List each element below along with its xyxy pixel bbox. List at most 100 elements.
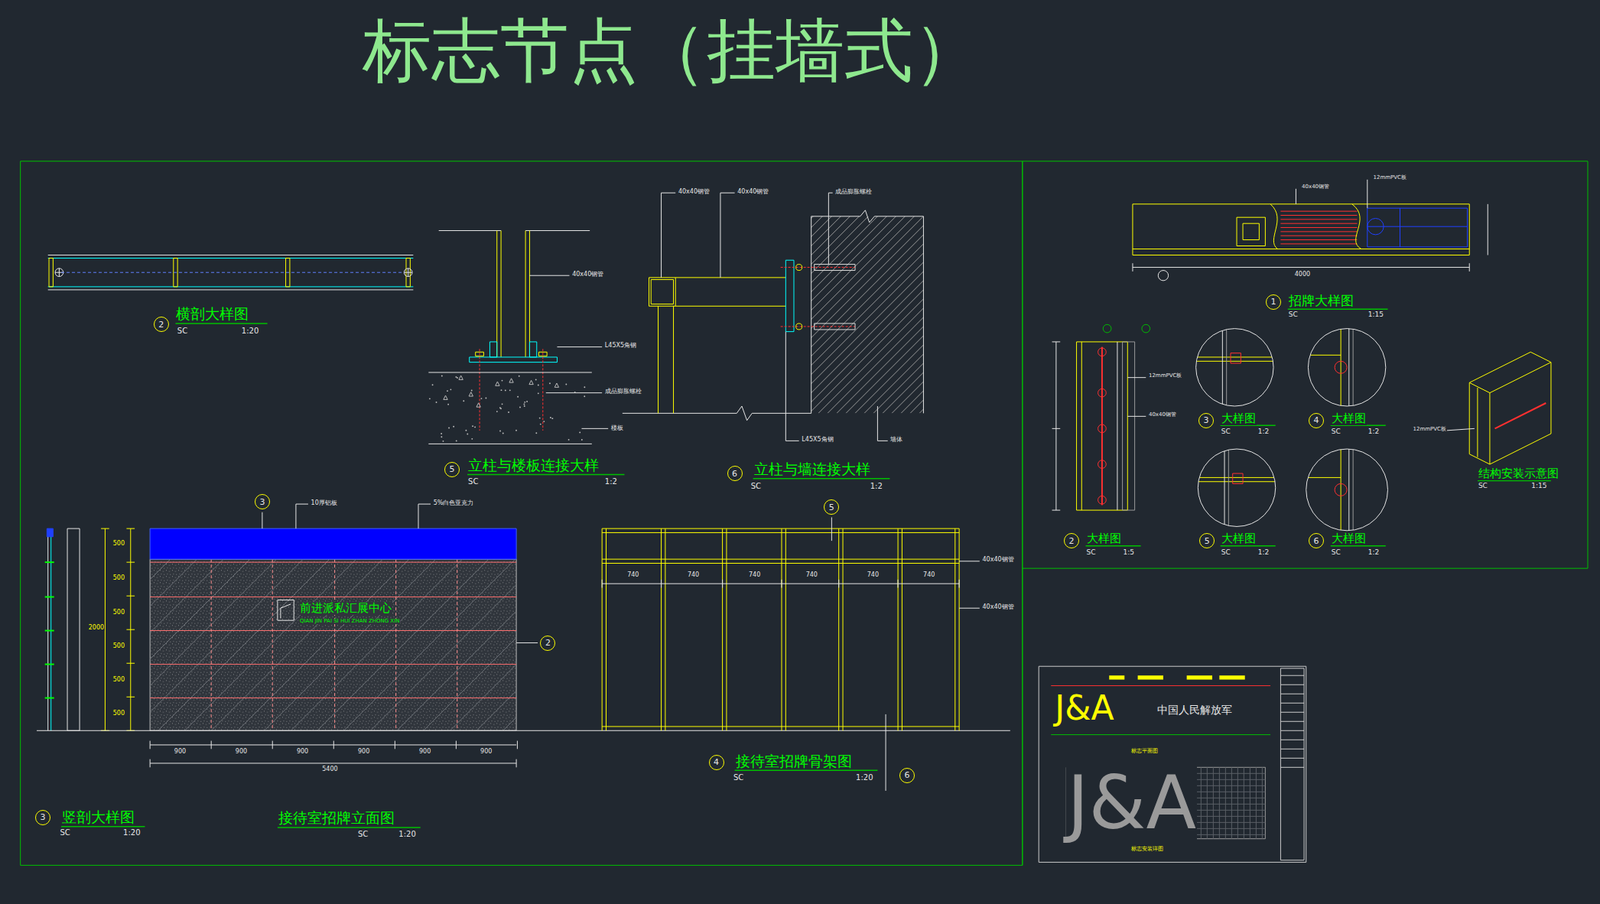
title-underline bbox=[1220, 425, 1276, 427]
leader-line bbox=[546, 392, 602, 394]
clipped-group bbox=[1306, 326, 1353, 409]
title-underline bbox=[734, 770, 879, 772]
concrete-dot bbox=[471, 390, 473, 392]
pvc-layer bbox=[1280, 235, 1357, 237]
annotation-text: J&A bbox=[1053, 689, 1115, 727]
leader-line bbox=[1127, 377, 1146, 378]
dimension-tick bbox=[126, 663, 135, 664]
drawing-line bbox=[1280, 767, 1305, 768]
drawing-line bbox=[1052, 510, 1061, 511]
drawing-line bbox=[1193, 360, 1276, 362]
pvc-layer bbox=[1280, 227, 1357, 228]
drawing-line bbox=[1224, 446, 1226, 529]
annotation-text: L45X5角钢 bbox=[800, 436, 834, 444]
drawing-line bbox=[1081, 341, 1083, 511]
dimension-line bbox=[1050, 734, 1271, 735]
drawing-line bbox=[1249, 767, 1251, 839]
concrete-dot bbox=[435, 401, 438, 404]
wall-hatch bbox=[855, 216, 924, 414]
steel-tube bbox=[529, 230, 531, 358]
keel-line bbox=[149, 630, 517, 631]
drawing-line bbox=[1280, 675, 1305, 677]
annotation-text: SC bbox=[1220, 549, 1232, 557]
drawing-line bbox=[1255, 767, 1257, 839]
dimension-tick bbox=[394, 741, 396, 750]
steel-post bbox=[725, 528, 727, 731]
dimension-line bbox=[149, 744, 517, 745]
callout-circle: 6 bbox=[899, 767, 915, 784]
drawing-line bbox=[439, 230, 501, 231]
dimension-tick bbox=[897, 579, 899, 589]
concrete-dot bbox=[583, 386, 586, 388]
annotation-text: 墙体 bbox=[889, 436, 904, 444]
concrete-dot bbox=[442, 440, 445, 443]
concrete-dot bbox=[452, 426, 455, 428]
annotation-text: SC bbox=[750, 481, 762, 491]
concrete-dot bbox=[496, 410, 498, 413]
concrete-dot bbox=[568, 439, 570, 441]
concrete-dot bbox=[535, 378, 537, 381]
callout-line bbox=[261, 512, 263, 529]
panel-hatch bbox=[290, 559, 462, 731]
dimension-bar bbox=[1108, 675, 1125, 680]
view-title: 前进派私汇展中心 bbox=[299, 601, 393, 615]
annotation-text: 900 bbox=[173, 748, 187, 756]
pvc-layer bbox=[1280, 243, 1357, 244]
concrete-dot bbox=[449, 388, 452, 391]
callout-circle: 2 bbox=[153, 316, 170, 332]
anchor-sleeve bbox=[814, 264, 856, 271]
drawing-line bbox=[1243, 767, 1245, 839]
drawing-line bbox=[1399, 208, 1401, 248]
annotation-text: SC bbox=[1477, 482, 1489, 491]
drawing-line bbox=[601, 528, 960, 530]
keel-line bbox=[272, 559, 274, 731]
frame-iso bbox=[1469, 351, 1552, 393]
steel-post bbox=[897, 528, 899, 731]
annotation-text: 740 bbox=[747, 572, 761, 579]
annotation-text: 40x40钢管 bbox=[1300, 184, 1331, 191]
fixing-mark bbox=[45, 697, 55, 700]
dimension-line bbox=[601, 583, 960, 585]
wall-hatch bbox=[864, 216, 924, 414]
callout-number: 4 bbox=[713, 757, 719, 767]
drawing-line bbox=[1280, 702, 1305, 704]
panel-hatch bbox=[158, 559, 330, 731]
keel-line bbox=[211, 559, 212, 731]
annotation-text: 成品膨胀螺栓 bbox=[604, 388, 643, 396]
concrete-dot bbox=[446, 390, 449, 392]
view-title: 大样图 bbox=[1330, 412, 1367, 426]
annotation-text: 900 bbox=[418, 748, 432, 756]
panel-hatch bbox=[264, 559, 436, 731]
pvc-layer bbox=[1280, 239, 1357, 241]
concrete-dot bbox=[523, 401, 526, 404]
pvc-layer bbox=[1280, 214, 1357, 216]
concrete-dot bbox=[549, 382, 551, 384]
concrete-dot bbox=[583, 395, 586, 397]
title-underline bbox=[753, 478, 891, 480]
title-underline bbox=[1330, 425, 1386, 427]
annotation-text: 1:20 bbox=[240, 326, 260, 335]
drawing-line bbox=[1116, 341, 1118, 511]
callout-circle: 4 bbox=[708, 754, 725, 771]
annotation-text: 40x40钢管 bbox=[981, 604, 1015, 612]
annotation-text: 500 bbox=[112, 643, 126, 651]
steel-post bbox=[785, 528, 787, 731]
panel-hatch bbox=[317, 559, 489, 731]
detail-circle bbox=[1197, 448, 1275, 527]
title-underline bbox=[467, 474, 625, 476]
annotation-text: 740 bbox=[866, 572, 880, 579]
callout-circle: 6 bbox=[1308, 533, 1324, 549]
callout-number: 5 bbox=[829, 503, 835, 512]
wall-hatch bbox=[891, 216, 924, 414]
annotation-text: 900 bbox=[295, 748, 309, 756]
concrete-dot bbox=[504, 389, 507, 391]
title-underline bbox=[175, 322, 267, 325]
wall-hatch bbox=[882, 216, 924, 414]
frame-iso bbox=[1489, 362, 1552, 465]
callout-number: 2 bbox=[1068, 536, 1074, 546]
drawing-line bbox=[657, 305, 659, 414]
drawing-line bbox=[675, 276, 786, 278]
concrete-dot bbox=[535, 432, 537, 434]
annotation-text: 12mmPVC板 bbox=[1147, 373, 1183, 380]
concrete-mark bbox=[468, 392, 473, 397]
